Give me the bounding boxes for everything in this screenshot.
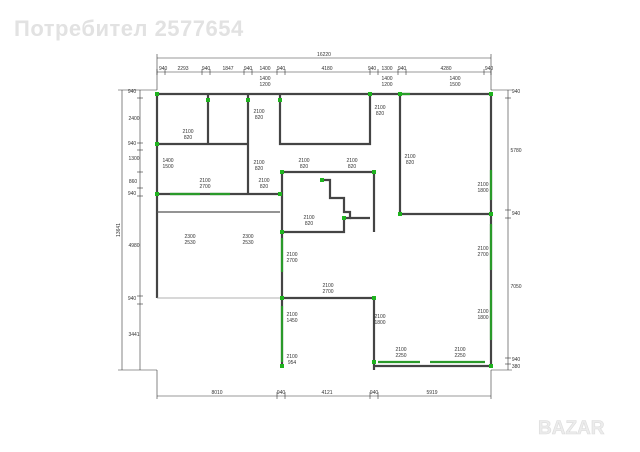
dim-top-seg: 4180: [321, 66, 332, 72]
dim-bottom-seg: 4121: [321, 390, 332, 396]
opening-height: 2100: [346, 158, 357, 164]
dim-bottom-seg: 940: [370, 390, 379, 396]
dim-left-seg: 2400: [128, 116, 139, 122]
opening-width: 820: [255, 166, 264, 172]
opening-height: 2100: [303, 215, 314, 221]
dim-top-seg: 940: [159, 66, 168, 72]
watermark-text: Потребител 2577654: [14, 16, 244, 41]
dim-top-seg: 940: [368, 66, 377, 72]
opening-height: 2100: [253, 160, 264, 166]
opening-width: 2530: [242, 240, 253, 246]
opening-width: 820: [260, 184, 269, 190]
opening-width: 2250: [454, 353, 465, 359]
opening-width: 820: [348, 164, 357, 170]
opening-width: 1800: [477, 188, 488, 194]
dim-top-seg: 940: [485, 66, 494, 72]
dim-top-total: 16220: [317, 52, 331, 58]
opening-labels: 2100 820 2100 820 2100 820 1400 1500 210…: [162, 105, 488, 366]
wall-nodes: [155, 92, 493, 368]
left-dimension-chain: 13641 940 2400 940 1300 860 940 4980 940…: [116, 89, 157, 371]
opening-height: 2100: [395, 347, 406, 353]
dim-top-seg: 940: [398, 66, 407, 72]
bazar-logo: BAZAR: [532, 412, 632, 442]
dim-left-seg: 4980: [128, 243, 139, 249]
opening-height: 2100: [286, 252, 297, 258]
dim-left-seg: 940: [128, 89, 137, 95]
dim-right-seg: 380: [512, 364, 521, 370]
opening-height: 2100: [374, 105, 385, 111]
dim-right-seg: 940: [512, 211, 521, 217]
opening-height: 2100: [477, 182, 488, 188]
dim-top-seg: 4280: [440, 66, 451, 72]
window-top-2-height: 1400: [381, 76, 392, 82]
opening-height: 2100: [454, 347, 465, 353]
dim-left-seg: 940: [128, 191, 137, 197]
window-top-2-width: 1200: [381, 82, 392, 88]
right-dimension-chain: 940 5780 940 7050 940 380: [491, 89, 522, 371]
bottom-dimension-chain: 8010 940 4121 940 5919: [156, 370, 492, 399]
opening-height: 2100: [182, 129, 193, 135]
opening-width: 1800: [374, 320, 385, 326]
opening-height: 2100: [286, 354, 297, 360]
opening-width: 2250: [395, 353, 406, 359]
opening-width: 820: [376, 111, 385, 117]
logo-text: BAZAR: [538, 418, 605, 439]
dim-right-seg: 940: [512, 89, 521, 95]
dim-bottom-seg: 940: [277, 390, 286, 396]
opening-height: 2100: [258, 178, 269, 184]
opening-height: 2100: [286, 312, 297, 318]
opening-width: 2530: [184, 240, 195, 246]
dim-top-seg: 940: [202, 66, 211, 72]
dim-bottom-seg: 5919: [426, 390, 437, 396]
top-dimension-chain: 16220 940 2293 940 1847 940 1400 940 418…: [156, 52, 494, 90]
opening-height: 2100: [298, 158, 309, 164]
opening-height: 2100: [374, 314, 385, 320]
opening-height: 2100: [199, 178, 210, 184]
opening-height: 2100: [477, 246, 488, 252]
opening-width: 1450: [286, 318, 297, 324]
opening-height: 2100: [404, 154, 415, 160]
opening-width: 820: [255, 115, 264, 121]
opening-height: 1400: [162, 158, 173, 164]
opening-width: 820: [184, 135, 193, 141]
opening-width: 2700: [286, 258, 297, 264]
opening-width: 2700: [477, 252, 488, 258]
opening-height: 2100: [477, 309, 488, 315]
window-top-3-height: 1400: [449, 76, 460, 82]
opening-width: 2700: [322, 289, 333, 295]
dim-left-seg: 940: [128, 296, 137, 302]
dim-top-seg: 1300: [381, 66, 392, 72]
opening-height: 2100: [322, 283, 333, 289]
walls: [155, 92, 493, 370]
dim-left-seg: 1300: [128, 156, 139, 162]
dim-right-seg: 940: [512, 357, 521, 363]
dim-left-seg: 940: [128, 141, 137, 147]
dim-bottom-seg: 8010: [211, 390, 222, 396]
opening-width: 954: [288, 360, 297, 366]
dim-right-seg: 7050: [510, 284, 521, 290]
dim-left-seg: 3441: [128, 332, 139, 338]
dim-right-seg: 5780: [510, 148, 521, 154]
opening-height: 2300: [184, 234, 195, 240]
opening-width: 820: [300, 164, 309, 170]
dim-top-seg: 2293: [177, 66, 188, 72]
opening-width: 1500: [162, 164, 173, 170]
dim-left-total: 13641: [116, 223, 122, 237]
opening-height: 2100: [253, 109, 264, 115]
dim-top-seg: 940: [244, 66, 253, 72]
opening-width: 820: [406, 160, 415, 166]
dim-left-seg: 860: [129, 179, 138, 185]
window-top-3-width: 1500: [449, 82, 460, 88]
dim-top-seg: 940: [277, 66, 286, 72]
window-top-1-height: 1400: [259, 76, 270, 82]
dim-top-seg: 1400: [259, 66, 270, 72]
opening-width: 820: [305, 221, 314, 227]
window-top-1-width: 1200: [259, 82, 270, 88]
opening-height: 2300: [242, 234, 253, 240]
dim-top-seg: 1847: [222, 66, 233, 72]
windows: [170, 92, 493, 364]
opening-width: 2700: [199, 184, 210, 190]
opening-width: 1800: [477, 315, 488, 321]
